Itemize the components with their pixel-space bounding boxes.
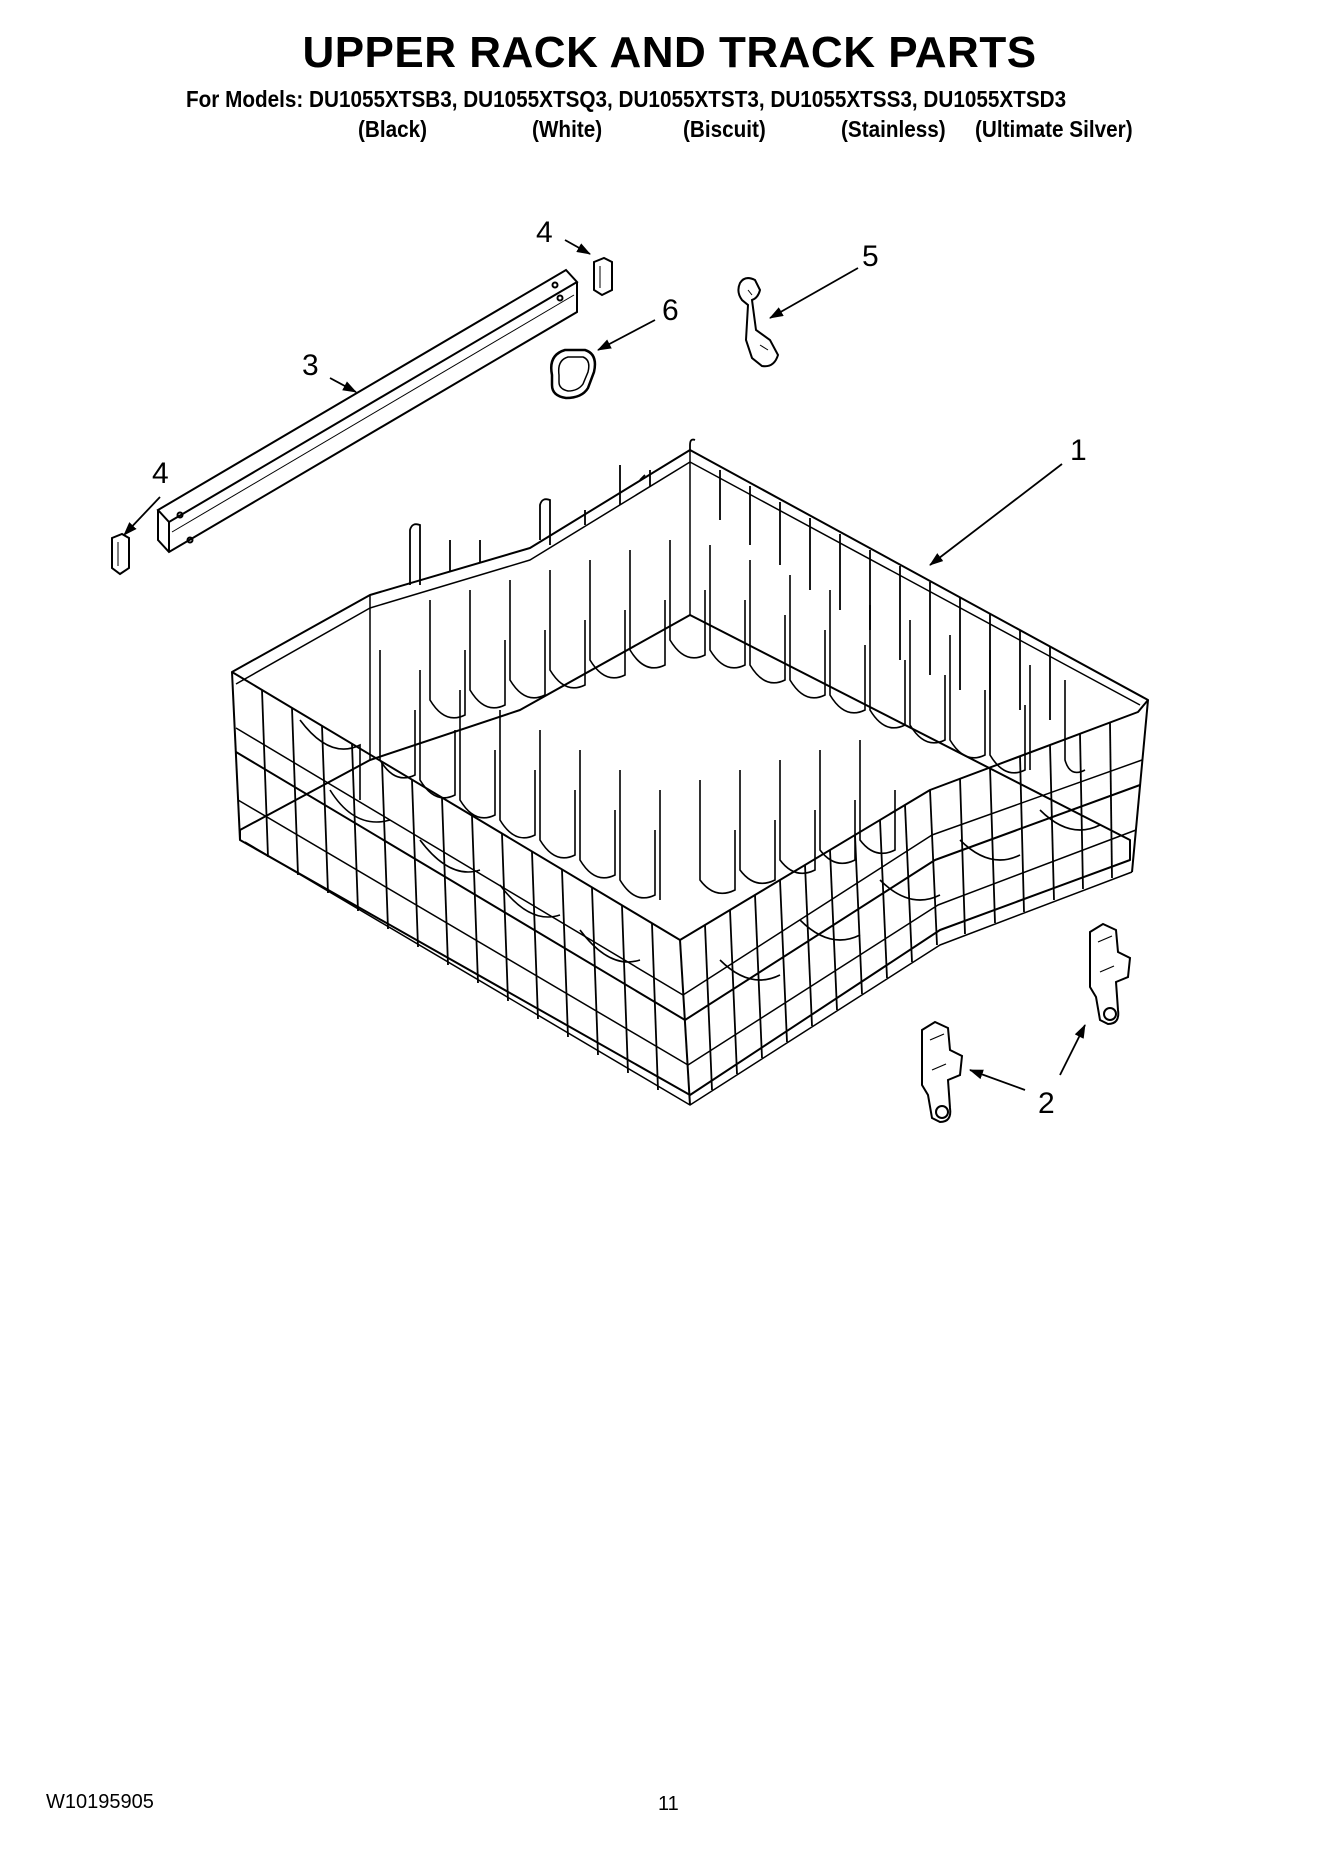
callout-4-left: 4 bbox=[152, 457, 169, 490]
rack-interior-tines bbox=[299, 540, 1101, 981]
rack-wires-front-left bbox=[261, 689, 659, 1091]
seal-ring bbox=[550, 348, 597, 400]
rack-clip bbox=[737, 277, 780, 368]
track-end-cap-bottom bbox=[111, 532, 130, 576]
rack-roller-right bbox=[1089, 922, 1132, 1026]
color-biscuit: (Biscuit) bbox=[683, 116, 766, 142]
color-white: (White) bbox=[532, 116, 603, 142]
upper-dishrack bbox=[231, 449, 1149, 1106]
callout-2: 2 bbox=[1038, 1087, 1055, 1120]
document-number: W10195905 bbox=[46, 1791, 154, 1813]
color-ultimate-silver: (Ultimate Silver) bbox=[975, 116, 1133, 142]
rack-wires-front-right bbox=[704, 722, 1113, 1091]
track-end-cap-top bbox=[593, 256, 613, 297]
color-stainless: (Stainless) bbox=[841, 116, 946, 142]
callout-leaders bbox=[123, 239, 1086, 1091]
track-rail bbox=[156, 268, 579, 554]
callout-6: 6 bbox=[662, 294, 679, 327]
callout-5: 5 bbox=[862, 240, 879, 273]
color-black: (Black) bbox=[358, 116, 428, 142]
page-title: UPPER RACK AND TRACK PARTS bbox=[302, 28, 1037, 77]
rack-roller-left bbox=[921, 1020, 964, 1124]
page-number: 11 bbox=[658, 1793, 679, 1815]
rack-back-tines bbox=[409, 438, 1051, 720]
callout-4-top: 4 bbox=[536, 216, 553, 249]
models-line: For Models: DU1055XTSB3, DU1055XTSQ3, DU… bbox=[186, 86, 1067, 112]
callout-1: 1 bbox=[1070, 434, 1087, 467]
callout-3: 3 bbox=[302, 349, 319, 382]
